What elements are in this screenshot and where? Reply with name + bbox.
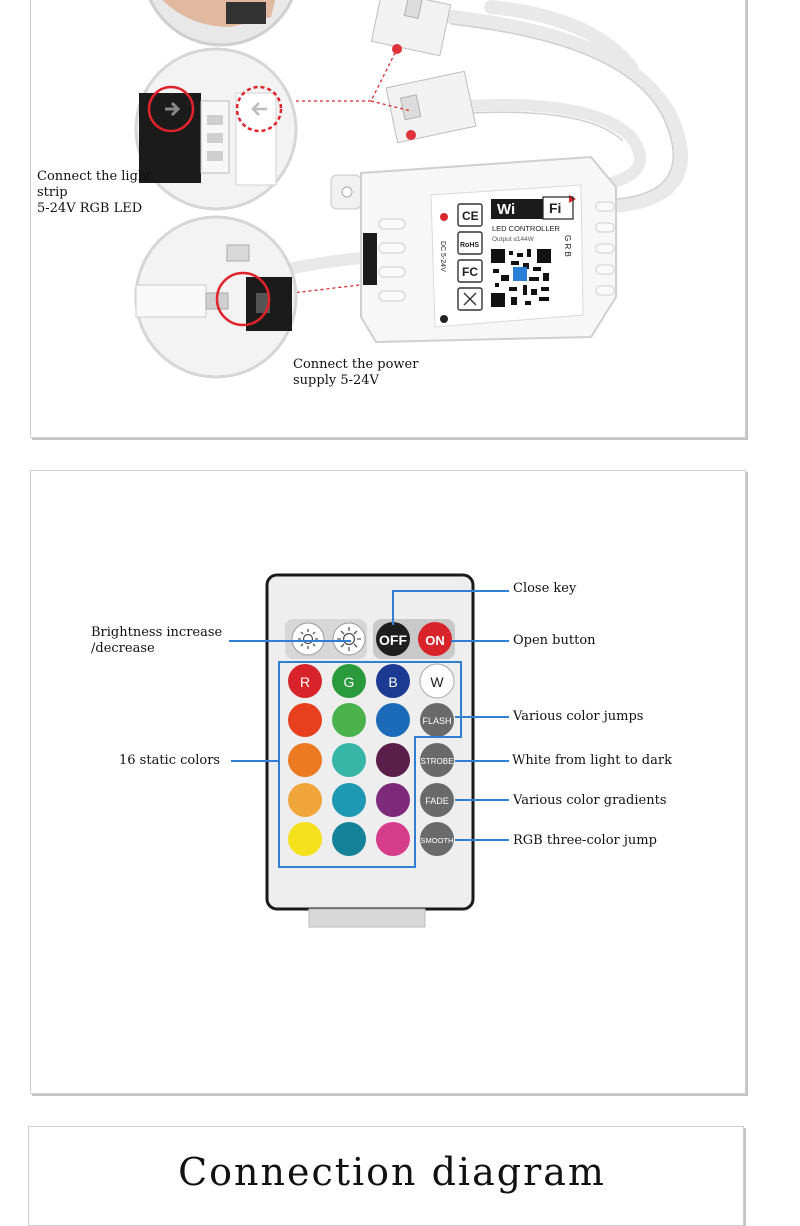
rgb-connector-top bbox=[370, 0, 452, 57]
annotation-lines bbox=[229, 590, 509, 868]
wiring-panel: CE RoHS FC Wi Fi LED CONTROLLER Output ≤… bbox=[30, 0, 746, 438]
b-label: B bbox=[388, 674, 397, 690]
color-button-b bbox=[376, 664, 410, 698]
color-button-grid bbox=[288, 663, 455, 856]
color-button bbox=[332, 822, 366, 856]
strobe-label: STROBE bbox=[421, 757, 454, 766]
brightness-up-button bbox=[332, 622, 366, 656]
off-button bbox=[376, 622, 410, 656]
color-button bbox=[332, 743, 366, 777]
controller-title: LED CONTROLLER bbox=[492, 224, 561, 233]
brightness-down-button bbox=[291, 622, 325, 656]
qr-code bbox=[489, 247, 553, 309]
remote-illustration: OFF ON R G B W FLA bbox=[229, 573, 509, 928]
cert-icons bbox=[457, 203, 483, 311]
wifi-right: Fi bbox=[549, 200, 561, 216]
rgb-connector-bottom bbox=[385, 70, 477, 144]
sun-icon bbox=[298, 629, 318, 649]
wiring-illustration: CE RoHS FC Wi Fi LED CONTROLLER Output ≤… bbox=[134, 0, 688, 379]
sun-icon bbox=[337, 627, 361, 651]
w-label: W bbox=[430, 674, 444, 690]
color-button bbox=[332, 783, 366, 817]
dc-label: DC 5-24V bbox=[439, 241, 446, 272]
wifi-left: Wi bbox=[497, 201, 515, 218]
color-button bbox=[376, 822, 410, 856]
brightness-label: Brightness increase /decrease bbox=[91, 625, 223, 656]
color-button bbox=[332, 703, 366, 737]
color-button bbox=[376, 743, 410, 777]
smooth-description: RGB three-color jump bbox=[513, 833, 657, 848]
close-key-label: Close key bbox=[513, 581, 577, 596]
power-supply-callout: Connect the power supply 5-24V bbox=[293, 357, 419, 388]
color-button-g bbox=[332, 664, 366, 698]
open-button-label: Open button bbox=[513, 633, 596, 648]
color-button bbox=[288, 703, 322, 737]
hand-detail-circle bbox=[148, 0, 294, 47]
color-button bbox=[376, 783, 410, 817]
grb-label: G R B bbox=[563, 235, 572, 257]
cert-rohs: RoHS bbox=[460, 242, 479, 249]
flash-button bbox=[420, 703, 454, 737]
cert-fc: FC bbox=[462, 265, 478, 279]
smooth-label: SMOOTH bbox=[421, 836, 454, 845]
flash-description: Various color jumps bbox=[513, 709, 644, 724]
fade-label: FADE bbox=[425, 796, 449, 806]
strobe-description: White from light to dark bbox=[512, 753, 672, 768]
remote-panel: OFF ON R G B W FLA bbox=[30, 470, 746, 1094]
controller-output: Output ≤144W bbox=[492, 236, 535, 243]
color-button bbox=[376, 703, 410, 737]
flash-label: FLASH bbox=[422, 716, 451, 726]
weee-icon bbox=[463, 292, 477, 306]
color-button bbox=[288, 783, 322, 817]
static-colors-label: 16 static colors bbox=[119, 753, 221, 768]
section-title: Connection diagram bbox=[178, 1150, 606, 1194]
color-button-r bbox=[288, 664, 322, 698]
color-button bbox=[288, 743, 322, 777]
on-button bbox=[418, 622, 452, 656]
color-button bbox=[288, 822, 322, 856]
power-detail-circle bbox=[134, 215, 298, 379]
off-label: OFF bbox=[379, 632, 407, 648]
pin-detail-circle bbox=[134, 47, 298, 211]
r-label: R bbox=[300, 674, 310, 690]
strobe-button bbox=[420, 743, 454, 777]
smooth-button bbox=[420, 822, 454, 856]
color-button-w bbox=[419, 663, 455, 699]
fade-description: Various color gradients bbox=[513, 793, 667, 808]
pointer-lines bbox=[242, 48, 412, 300]
light-strip-callout: Connect the light strip 5-24V RGB LED bbox=[37, 169, 152, 216]
cert-ce: CE bbox=[462, 209, 479, 223]
fade-button bbox=[420, 783, 454, 817]
controller-box: CE RoHS FC Wi Fi LED CONTROLLER Output ≤… bbox=[330, 155, 617, 344]
on-label: ON bbox=[425, 633, 445, 648]
g-label: G bbox=[344, 674, 355, 690]
